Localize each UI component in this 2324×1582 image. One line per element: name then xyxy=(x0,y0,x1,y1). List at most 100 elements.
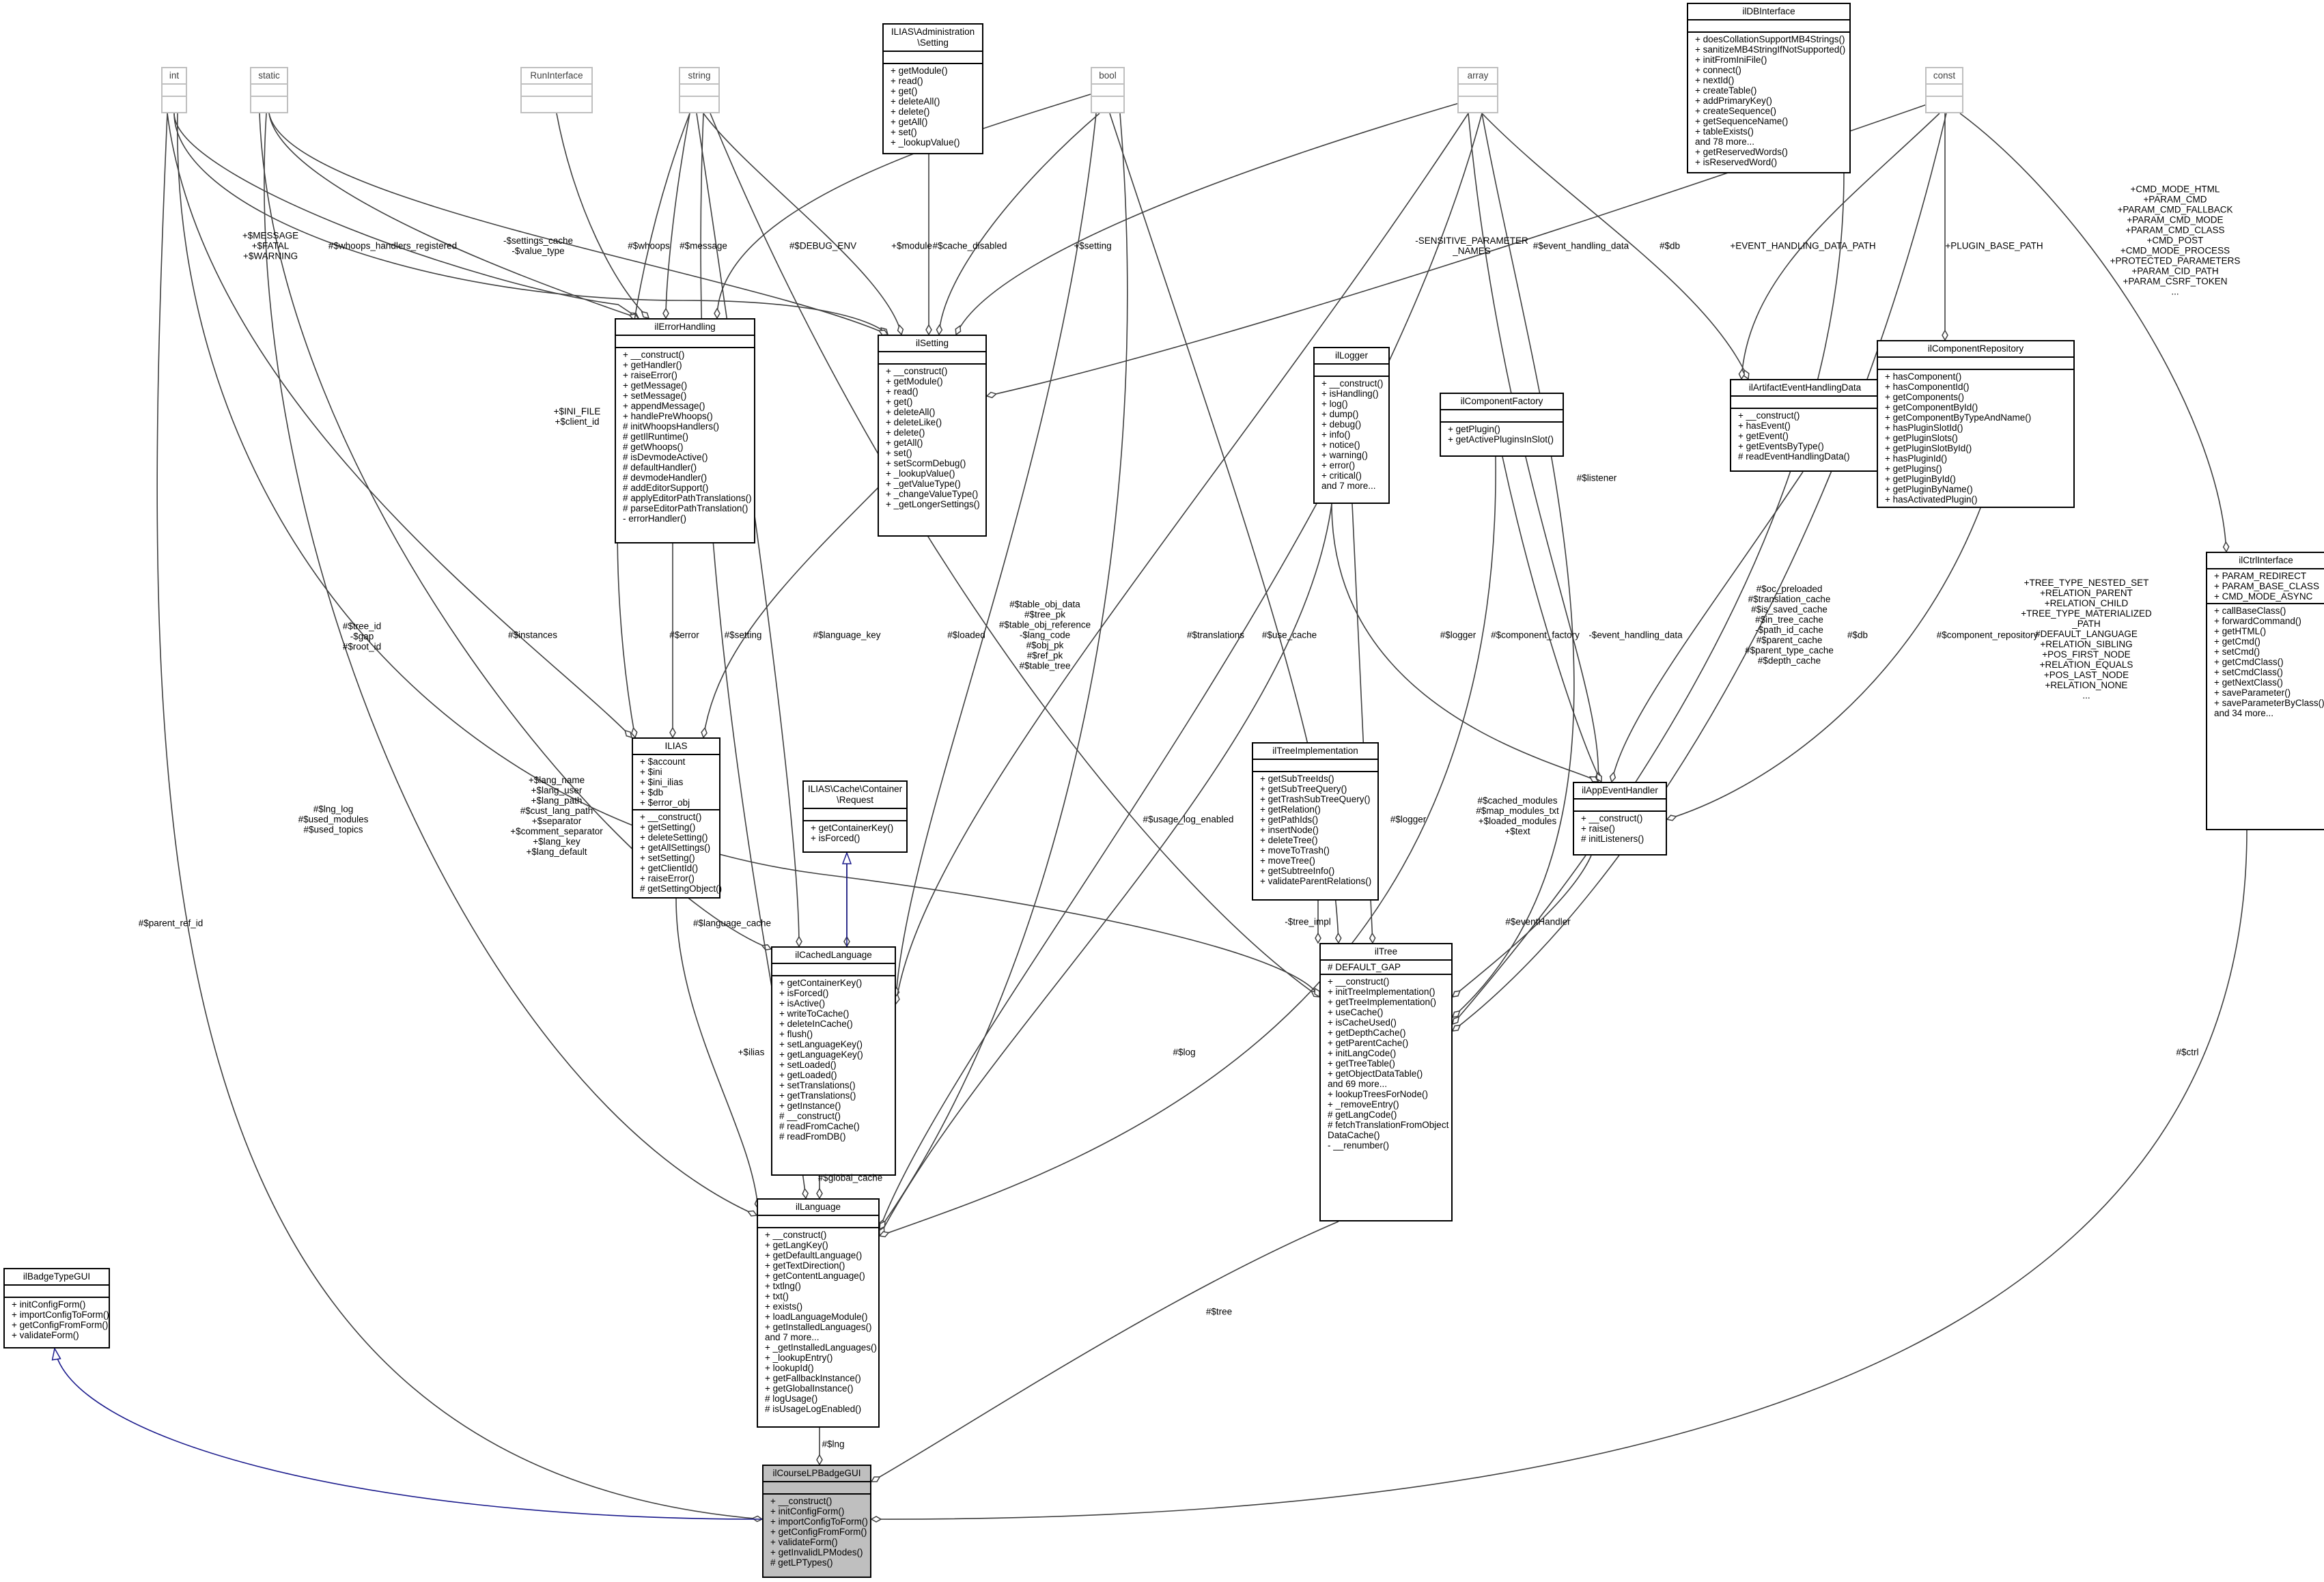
class-method: + getTranslations() xyxy=(779,1090,856,1101)
class-node-RunInterface[interactable]: RunInterface xyxy=(520,67,593,113)
class-attribute: + CMD_MODE_ASYNC xyxy=(2214,591,2313,602)
class-node-int[interactable]: int xyxy=(161,67,187,113)
class-node-static[interactable]: static xyxy=(250,67,288,113)
class-method: + deleteTree() xyxy=(1260,835,1318,845)
class-method: - errorHandler() xyxy=(623,513,687,524)
class-node-const[interactable]: const xyxy=(1925,67,1963,113)
class-method: + getFallbackInstance() xyxy=(765,1373,861,1383)
class-method: + validateForm() xyxy=(12,1330,79,1340)
class-node-AdminSetting[interactable]: ILIAS\Administration \Setting+ getModule… xyxy=(882,23,983,154)
class-title: ilCachedLanguage xyxy=(795,950,872,960)
class-title: ilAppEventHandler xyxy=(1582,785,1658,795)
association-edge-ilComponentFactory-to-ilAppEventHandler xyxy=(1502,456,1601,782)
class-method: + getAll() xyxy=(891,117,928,127)
class-method: + getContainerKey() xyxy=(779,978,863,988)
class-method: + dump() xyxy=(1321,409,1359,419)
class-node-ilArtifactEventHandlingData[interactable]: ilArtifactEventHandlingData+ __construct… xyxy=(1730,379,1880,472)
class-node-ilLanguage[interactable]: ilLanguage+ __construct()+ getLangKey()+… xyxy=(757,1198,880,1428)
class-method: + getAllSettings() xyxy=(640,843,711,853)
class-node-string[interactable]: string xyxy=(679,67,720,113)
association-edge-ilArtifactEventHandlingData-to-ilAppEventHandler xyxy=(1612,471,1804,782)
class-method: + initLangCode() xyxy=(1328,1048,1397,1058)
association-edge-ilTree-to-ilCourseLPBadgeGUI xyxy=(871,1221,1339,1482)
class-node-ilBadgeTypeGUI[interactable]: ilBadgeTypeGUI+ initConfigForm()+ import… xyxy=(3,1268,110,1348)
class-method: + getPluginSlots() xyxy=(1885,433,1958,443)
class-attributes xyxy=(616,335,754,347)
association-edge-RunInterface-to-ilErrorHandling xyxy=(556,113,649,318)
class-title: const xyxy=(1933,70,1956,81)
class-method: + hasEvent() xyxy=(1738,421,1791,431)
edge-label-parent-ref: #$parent_ref_id xyxy=(138,918,204,929)
class-node-ilAppEventHandler[interactable]: ilAppEventHandler+ __construct()+ raise(… xyxy=(1573,782,1667,856)
class-method: + initTreeImplementation() xyxy=(1328,987,1436,997)
class-method: + setTranslations() xyxy=(779,1080,856,1090)
class-title: ilComponentRepository xyxy=(1927,343,2024,354)
class-method: + validateForm() xyxy=(770,1537,838,1547)
association-edge-string-to-ilSetting xyxy=(703,113,901,335)
class-method: + _getLongerSettings() xyxy=(886,499,980,509)
edge-label-translations: #$translations xyxy=(1186,630,1245,640)
class-node-ilLogger[interactable]: ilLogger + __construct()+ isHandling()+ l… xyxy=(1313,347,1390,504)
association-edge-ilCtrlInterface-to-ilCourseLPBadgeGUI xyxy=(871,830,2248,1519)
class-node-CacheRequest[interactable]: ILIAS\Cache\Container \Request+ getConta… xyxy=(802,780,908,853)
class-method: + isForced() xyxy=(779,988,829,998)
class-methods: + hasComponent()+ hasComponentId()+ getC… xyxy=(1878,369,2073,506)
class-methods: + getContainerKey()+ isForced() xyxy=(804,820,906,845)
association-edge-const-to-ilArtifactEventHandlingData xyxy=(1741,113,1940,379)
class-methods: + initConfigForm()+ importConfigToForm()… xyxy=(5,1297,109,1342)
class-attribute: + $ini_ilias xyxy=(640,777,684,787)
class-node-array[interactable]: array xyxy=(1457,67,1498,113)
class-method: + getRelation() xyxy=(1260,804,1321,815)
class-node-ilCourseLPBadgeGUI[interactable]: ilCourseLPBadgeGUI+ __construct()+ initC… xyxy=(762,1465,871,1578)
class-method: + __construct() xyxy=(1738,410,1800,421)
class-node-ilCachedLanguage[interactable]: ilCachedLanguage + getContainerKey()+ isF… xyxy=(771,946,896,1176)
class-methods: + __construct()+ hasEvent()+ getEvent()+… xyxy=(1731,408,1879,463)
class-node-ILIAS[interactable]: ILIAS+ $account+ $ini+ $ini_ilias+ $db+ … xyxy=(632,737,722,899)
edge-label-sensitive: -SENSITIVE_PARAMETER_NAMES xyxy=(1415,236,1528,256)
edge-label-cmd-mode: +CMD_MODE_HTML+PARAM_CMD+PARAM_CMD_FALLB… xyxy=(2110,184,2241,297)
class-attribute: # DEFAULT_GAP xyxy=(1328,962,1401,972)
class-methods: + __construct()+ isHandling()+ log()+ du… xyxy=(1315,376,1388,492)
class-node-ilDBInterface[interactable]: ilDBInterface+ doesCollationSupportMB4St… xyxy=(1687,3,1851,173)
class-method: + getCmdClass() xyxy=(2214,657,2284,667)
association-edge-bool-to-ilSetting xyxy=(939,113,1100,335)
class-title: ilErrorHandling xyxy=(654,322,716,332)
class-methods: + getModule()+ read()+ get()+ deleteAll(… xyxy=(884,63,982,149)
class-methods: + callBaseClass()+ forwardCommand()+ get… xyxy=(2207,603,2324,720)
class-node-ilErrorHandling[interactable]: ilErrorHandling+ __construct()+ getHandl… xyxy=(615,318,755,543)
class-node-ilComponentRepository[interactable]: ilComponentRepository + hasComponent()+ h… xyxy=(1877,340,2075,508)
class-method: + createTable() xyxy=(1695,85,1757,96)
edge-label-event-data: #$event_handling_data xyxy=(1532,240,1629,251)
class-method: + getDefaultLanguage() xyxy=(765,1250,863,1260)
edge-label-event-handler: #$eventHandler xyxy=(1505,916,1571,927)
class-method: + raiseError() xyxy=(640,873,695,884)
class-attributes xyxy=(1315,363,1388,376)
class-method: + get() xyxy=(891,86,918,96)
edge-label-usage-log: #$usage_log_enabled xyxy=(1143,814,1234,825)
class-method: + notice() xyxy=(1321,440,1360,450)
class-title: ilLogger xyxy=(1334,350,1369,361)
class-node-ilTreeImplementation[interactable]: ilTreeImplementation+ getSubTreeIds()+ g… xyxy=(1252,742,1379,901)
class-node-bool[interactable]: bool xyxy=(1091,67,1125,113)
class-node-ilSetting[interactable]: ilSetting+ __construct()+ getModule()+ r… xyxy=(878,335,987,537)
class-node-ilTree[interactable]: ilTree# DEFAULT_GAP+ __construct()+ init… xyxy=(1319,943,1453,1221)
class-methods: + doesCollationSupportMB4Strings()+ sani… xyxy=(1688,31,1849,169)
class-method: + setLoaded() xyxy=(779,1060,837,1070)
class-attributes xyxy=(879,351,985,363)
class-attributes xyxy=(1878,356,2073,369)
class-node-ilCtrlInterface[interactable]: ilCtrlInterface+ PARAM_REDIRECT+ PARAM_B… xyxy=(2206,552,2324,830)
class-methods: + __construct()+ initConfigForm()+ impor… xyxy=(764,1493,870,1569)
class-method: + setSetting() xyxy=(640,853,695,863)
class-method: + getLanguageKey() xyxy=(779,1049,863,1060)
class-attributes xyxy=(1927,83,1962,96)
class-method: + initConfigForm() xyxy=(770,1506,845,1516)
edge-label-plugin-path: +PLUGIN_BASE_PATH xyxy=(1945,240,2043,251)
class-method: + forwardCommand() xyxy=(2214,616,2301,626)
class-node-ilComponentFactory[interactable]: ilComponentFactory+ getPlugin()+ getActi… xyxy=(1440,393,1564,457)
class-attribute: + PARAM_BASE_CLASS xyxy=(2214,581,2319,591)
class-attribute: + $error_obj xyxy=(640,797,690,808)
class-title: ilLanguage xyxy=(795,1202,841,1212)
class-method: + getPluginSlotById() xyxy=(1885,443,1972,453)
class-method: + _getValueType() xyxy=(886,479,961,489)
